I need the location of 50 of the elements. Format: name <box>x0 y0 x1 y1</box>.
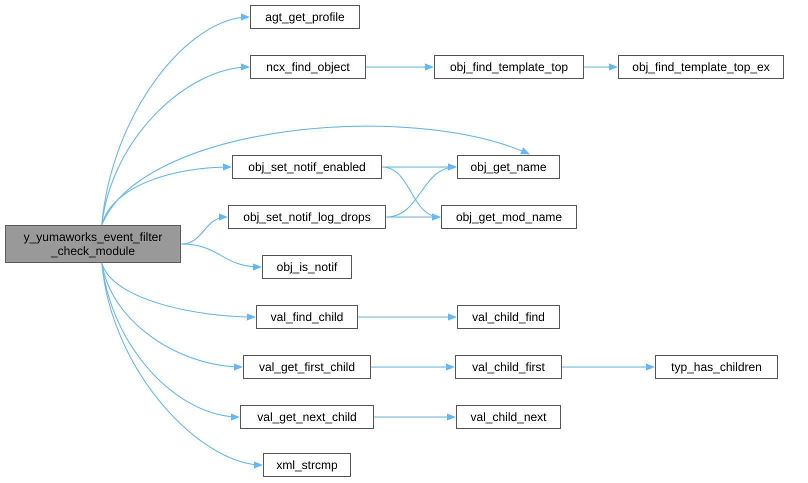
arrow <box>101 262 263 468</box>
function-name: obj_find_template_top_ex <box>632 60 770 74</box>
arrow <box>101 164 232 226</box>
function-name: val_child_first <box>472 360 545 374</box>
function-name: obj_is_notif <box>276 260 338 274</box>
arrow <box>101 126 530 226</box>
arrow <box>358 313 457 321</box>
function-box <box>457 155 560 179</box>
function-name: obj_set_notif_enabled <box>248 160 366 174</box>
arrow <box>101 64 250 226</box>
function-box <box>262 255 352 279</box>
function-box <box>263 453 351 477</box>
function-name: ncx_find_object <box>266 60 350 74</box>
arrow <box>562 363 655 371</box>
arrow <box>584 63 618 71</box>
function-name: val_child_find <box>472 310 545 324</box>
arrow <box>101 262 256 320</box>
function-box <box>434 55 584 79</box>
function-box <box>455 355 562 379</box>
function-box <box>243 355 371 379</box>
function-box <box>250 5 360 29</box>
function-name: val_find_child <box>270 310 344 324</box>
function-box <box>232 155 382 179</box>
arrow <box>180 244 262 270</box>
function-name: obj_get_name <box>470 160 547 174</box>
function-box <box>256 305 358 329</box>
arrow <box>101 262 243 370</box>
function-box <box>250 55 366 79</box>
arrow <box>370 363 455 371</box>
function-name: obj_set_notif_log_drops <box>243 210 371 224</box>
function-box <box>5 225 181 263</box>
arrow <box>366 63 434 71</box>
function-name: val_get_first_child <box>258 360 356 374</box>
function-name: y_yumaworks_event_filter _check_module <box>22 230 164 258</box>
function-box <box>618 55 784 79</box>
function-box <box>655 355 778 379</box>
function-name: obj_find_template_top <box>450 60 568 74</box>
function-box <box>457 305 560 329</box>
arrow <box>386 213 441 221</box>
function-name: xml_strcmp <box>276 458 338 472</box>
function-box <box>240 405 374 429</box>
function-name: val_get_next_child <box>257 410 357 424</box>
function-name: agt_get_profile <box>265 10 345 24</box>
function-box <box>456 405 561 429</box>
function-name: typ_has_children <box>671 360 762 374</box>
function-box <box>228 205 386 229</box>
function-name: val_child_next <box>470 410 547 424</box>
arrow <box>374 413 456 421</box>
function-box <box>441 205 577 229</box>
function-name: obj_get_mod_name <box>456 210 562 224</box>
